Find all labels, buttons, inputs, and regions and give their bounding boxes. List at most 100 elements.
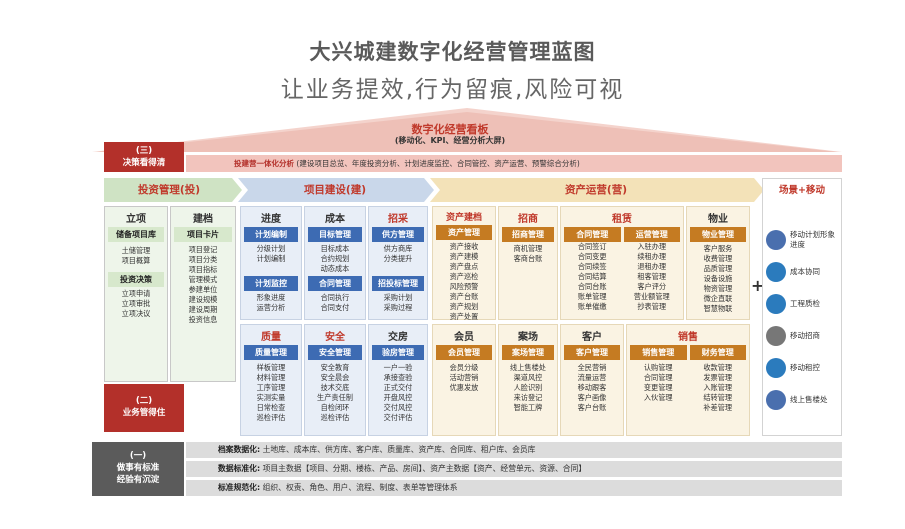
- scene-item[interactable]: 移动计划形象进度: [766, 224, 842, 256]
- level1-text1: 做事有标准: [116, 463, 160, 473]
- plus-sign: +: [751, 276, 765, 295]
- list-item: 安全教育: [320, 363, 350, 372]
- list-item: 巡检评估: [320, 413, 350, 422]
- list-item: 投资信息: [188, 315, 218, 324]
- list-item: 开盘风控: [383, 393, 413, 402]
- scene-label: 移动招商: [790, 331, 820, 340]
- list-item: 收费管理: [703, 254, 733, 263]
- operate-wuye: 物业 物业管理 客户服务 收费管理 品质管理 设备设施 物资管理 微企直联 智慧…: [686, 206, 750, 320]
- analysis-head: 投建营一体化分析: [234, 159, 294, 168]
- reserve-library: 储备项目库: [108, 227, 164, 242]
- xiaoshou-sales: 销售管理 认购管理 合同管理 变更管理 入伙管理: [630, 343, 687, 413]
- build-arrow: 项目建设(建): [303, 184, 367, 196]
- list-item: 优惠发放: [449, 383, 479, 392]
- list-item: 智能工牌: [513, 403, 543, 412]
- list-item: 人脸识别: [513, 383, 543, 392]
- list-item: 资产台账: [449, 292, 479, 301]
- list-item: 合同签订: [577, 242, 607, 251]
- list-item: 线上售楼处: [510, 363, 546, 372]
- level3-num: (三): [135, 146, 153, 156]
- member-manage: 会员管理: [436, 345, 492, 360]
- list-item: 物资管理: [703, 284, 733, 293]
- list-item: 采购过程: [383, 303, 413, 312]
- archive-head: 档案数据化:: [218, 445, 261, 454]
- list-item: 合同支付: [320, 303, 350, 312]
- scene-label: 工程质检: [790, 299, 820, 308]
- jindu-list2: 形象进度 运营分析: [241, 293, 301, 313]
- list-item: 自检闭环: [320, 403, 350, 412]
- list-item: 全民营销: [577, 363, 607, 372]
- data-standard-text: 项目主数据【项目、分期、楼栋、产品、房间】、资产主数据【资产、经营单元、资源、合…: [262, 464, 587, 473]
- zhiliang-title: 质量: [261, 332, 281, 343]
- operate-anchang: 案场 案场管理 线上售楼处 渠道风控 人脸识别 来访登记 智能工牌: [498, 324, 558, 436]
- scene-label: 移动计划形象进度: [790, 230, 835, 249]
- list-item: 正式交付: [383, 383, 413, 392]
- lixiang-list1: 土储管理 项目概算: [105, 246, 167, 266]
- list-item: 分级计划: [256, 244, 286, 253]
- list-item: 设备设施: [703, 274, 733, 283]
- invest-lixiang: 立项 储备项目库 土储管理 项目概算 投资决策 立项申请 立项审批 立项决议: [104, 206, 168, 382]
- list-item: 客户服务: [703, 244, 733, 253]
- list-item: 抄表管理: [637, 302, 667, 311]
- list-item: 入伙管理: [643, 393, 673, 402]
- link-icon: [766, 326, 786, 346]
- invest-decision: 投资决策: [108, 272, 164, 287]
- list-item: 动态成本: [320, 264, 350, 273]
- build-jindu: 进度 计划编制 分级计划 计划编制 计划监控 形象进度 运营分析: [240, 206, 302, 320]
- list-item: 移动跟客: [577, 383, 607, 392]
- scene-item[interactable]: 成本协同: [766, 256, 842, 288]
- scene-item[interactable]: 工程质检: [766, 288, 842, 320]
- scene-item[interactable]: 线上售楼处: [766, 384, 842, 416]
- list-item: 收款管理: [703, 363, 733, 372]
- level2-label: (二) 业务管得住: [104, 384, 184, 432]
- list-item: 合同续签: [577, 262, 607, 271]
- jindu-title: 进度: [261, 214, 281, 225]
- list-item: 承接查验: [383, 373, 413, 382]
- level2-num: (二): [135, 396, 153, 406]
- list-item: 安全晨会: [320, 373, 350, 382]
- list-item: 合约规划: [320, 254, 350, 263]
- scene-list: 移动计划形象进度 成本协同 工程质检 移动招商 移动租控 线上售楼处: [766, 224, 842, 416]
- list-item: 材料管理: [256, 373, 286, 382]
- grid-icon: [766, 262, 786, 282]
- xiaoshou-cols: 销售管理 认购管理 合同管理 变更管理 入伙管理 财务管理 收款管理 发票管理 …: [627, 343, 749, 413]
- list-item: 资产处置: [449, 312, 479, 321]
- zhaoshang-list: 商机管理 客商台账: [499, 244, 557, 264]
- list-item: 客户评分: [637, 282, 667, 291]
- jindu-list1: 分级计划 计划编制: [241, 244, 301, 264]
- integrated-analysis-bar: 投建营一体化分析 (建设项目总览、年度投资分析、计划进度监控、合同管控、资产运营…: [186, 155, 842, 172]
- list-item: 生产责任制: [317, 393, 353, 402]
- dashboard-subtitle: (移动化、KPI、经营分析大屏): [394, 136, 506, 145]
- supplier-manage: 供方管理: [372, 227, 424, 242]
- list-item: 交付评估: [383, 413, 413, 422]
- zhaocai-title: 招采: [388, 214, 408, 225]
- list-item: 一户一验: [383, 363, 413, 372]
- list-item: 会员分级: [449, 363, 479, 372]
- list-item: 资产规划: [449, 302, 479, 311]
- chengben-title: 成本: [325, 214, 345, 225]
- list-item: 品质管理: [703, 264, 733, 273]
- quality-manage: 质量管理: [244, 345, 298, 360]
- scene-item[interactable]: 移动招商: [766, 320, 842, 352]
- list-item: 资产接收: [449, 242, 479, 251]
- list-item: 合同变更: [577, 252, 607, 261]
- scene-item[interactable]: 移动租控: [766, 352, 842, 384]
- stage-arrows: [104, 178, 764, 202]
- handover-manage: 验房管理: [372, 345, 424, 360]
- list-item: 活动营销: [449, 373, 479, 382]
- customer-manage: 客户管理: [564, 345, 620, 360]
- operate-zichan: 资产建档 资产管理 资产接收 资产建模 资产盘点 资产巡检 风险预警 资产台账 …: [432, 206, 496, 321]
- operate-arrow: 资产运营(营): [564, 184, 628, 196]
- zulin-list2: 入驻办理 续租办理 退租办理 租客管理 客户评分 营业额管理 抄表管理: [624, 242, 681, 312]
- list-item: 结转管理: [703, 393, 733, 402]
- norm-head: 标准规范化:: [218, 483, 261, 492]
- build-zhiliang: 质量 质量管理 样板管理 材料管理 工序管理 实测实量 日常检查 巡检评估: [240, 324, 302, 436]
- operate-huiyuan: 会员 会员管理 会员分级 活动营销 优惠发放: [432, 324, 496, 436]
- build-jiaofang: 交房 验房管理 一户一验 承接查验 正式交付 开盘风控 交付风控 交付评估: [368, 324, 428, 436]
- list-item: 采购计划: [383, 293, 413, 302]
- wuye-title: 物业: [708, 214, 728, 225]
- dashboard-title: 数字化经营看板: [411, 123, 489, 136]
- scene-label: 成本协同: [790, 267, 820, 276]
- data-standard-row: 数据标准化: 项目主数据【项目、分期、楼栋、产品、房间】、资产主数据【资产、经营…: [186, 461, 842, 477]
- link-icon: [766, 390, 786, 410]
